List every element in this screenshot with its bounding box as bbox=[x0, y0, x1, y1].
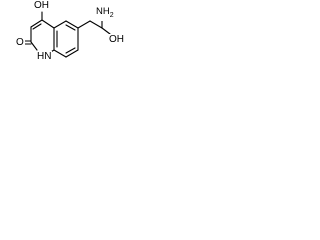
amine-subscript: 2 bbox=[109, 11, 114, 19]
ring-nitrogen-label: HN bbox=[36, 51, 53, 62]
amine-label: NH2 bbox=[95, 6, 115, 21]
bond-c8-c8a bbox=[53, 49, 67, 58]
bond-c2-n1 bbox=[30, 41, 38, 51]
bond-c4a-c5 bbox=[53, 20, 67, 29]
bond-c4-c3 bbox=[30, 19, 43, 28]
structure-canvas: OH O NH2 OH HN bbox=[0, 0, 141, 83]
bond-calpha-cbeta bbox=[89, 20, 103, 29]
bond-c5-c6-inner bbox=[65, 24, 76, 31]
bond-c7-c8 bbox=[65, 49, 79, 58]
bond-c4a-c4 bbox=[41, 19, 55, 29]
bond-c5-c6 bbox=[65, 20, 79, 29]
hydroxyl-top-label: OH bbox=[33, 0, 50, 11]
hydroxyl-side-label: OH bbox=[108, 34, 125, 45]
bond-c6-calpha bbox=[77, 20, 91, 29]
bond-c7-c8-inner bbox=[65, 47, 76, 54]
carbonyl-oxygen-label: O bbox=[15, 37, 25, 48]
bond-cbeta-oh bbox=[101, 27, 111, 35]
molecule-drawing bbox=[23, 11, 111, 58]
bond-c4-c3-inner bbox=[32, 23, 42, 30]
